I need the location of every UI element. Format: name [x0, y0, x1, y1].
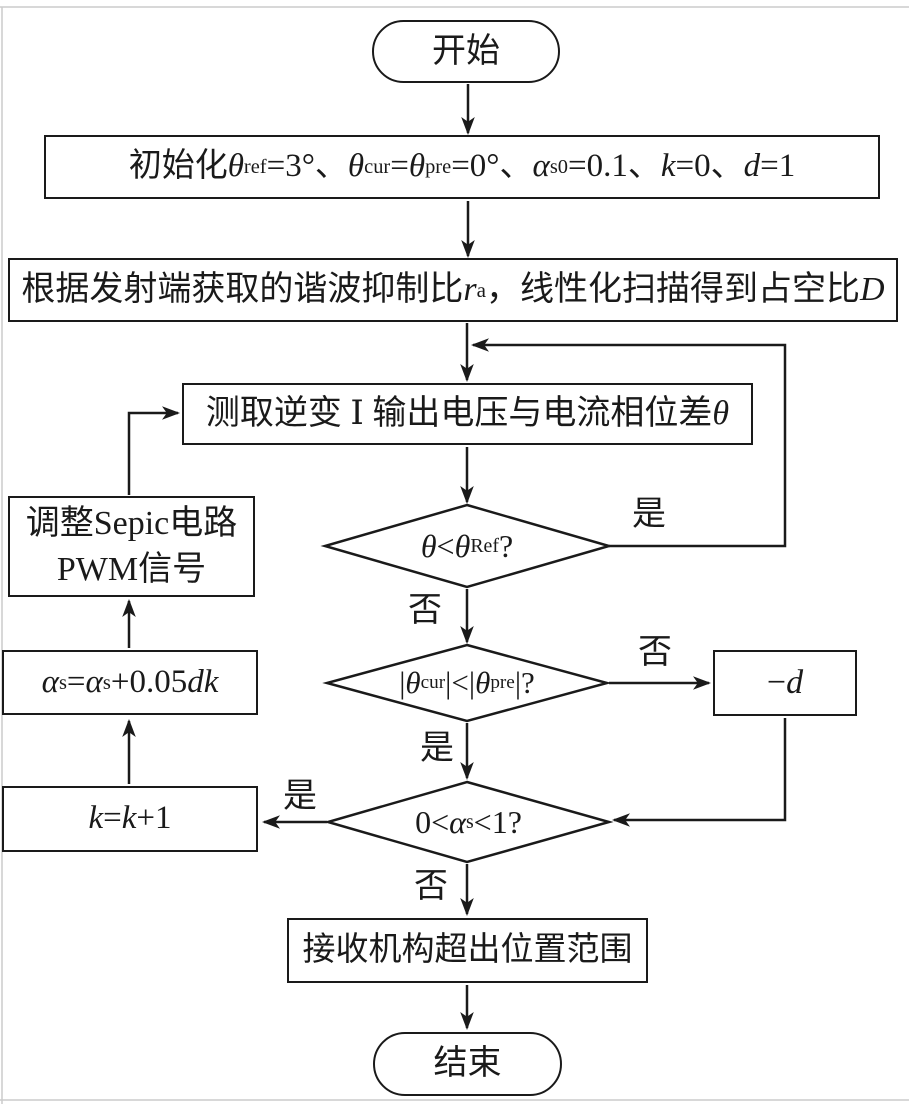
alpha-range-decision-shape: [323, 780, 614, 864]
theta-ref-decision-shape: [320, 503, 614, 589]
start-terminal: 开始: [372, 20, 560, 83]
adjust-pwm-line1: 调整Sepic电路: [25, 504, 238, 542]
negate-d-box: −d: [713, 650, 857, 716]
label-alpha-no: 否: [414, 868, 448, 905]
connector-theta-yes-loop: [471, 338, 787, 548]
connector-pwm-to-measure: [127, 406, 180, 495]
label-theta-yes: 是: [632, 496, 666, 533]
page-edge-lines: [0, 6, 909, 1104]
out-of-range-box: 接收机构超出位置范围: [287, 918, 648, 983]
label-theta-no: 否: [408, 592, 442, 629]
k-increment-box: k=k+1: [2, 786, 258, 852]
cur-pre-decision-shape: [322, 643, 612, 723]
end-terminal: 结束: [373, 1032, 562, 1096]
adjust-pwm-box: 调整Sepic电路 PWM信号: [8, 496, 255, 597]
label-curpre-no: 否: [638, 634, 672, 671]
label-curpre-yes: 是: [420, 730, 454, 767]
adjust-pwm-line2: PWM信号: [56, 550, 207, 588]
connector-negd-to-alpha-decision: [612, 718, 787, 827]
label-alpha-yes: 是: [283, 778, 317, 815]
